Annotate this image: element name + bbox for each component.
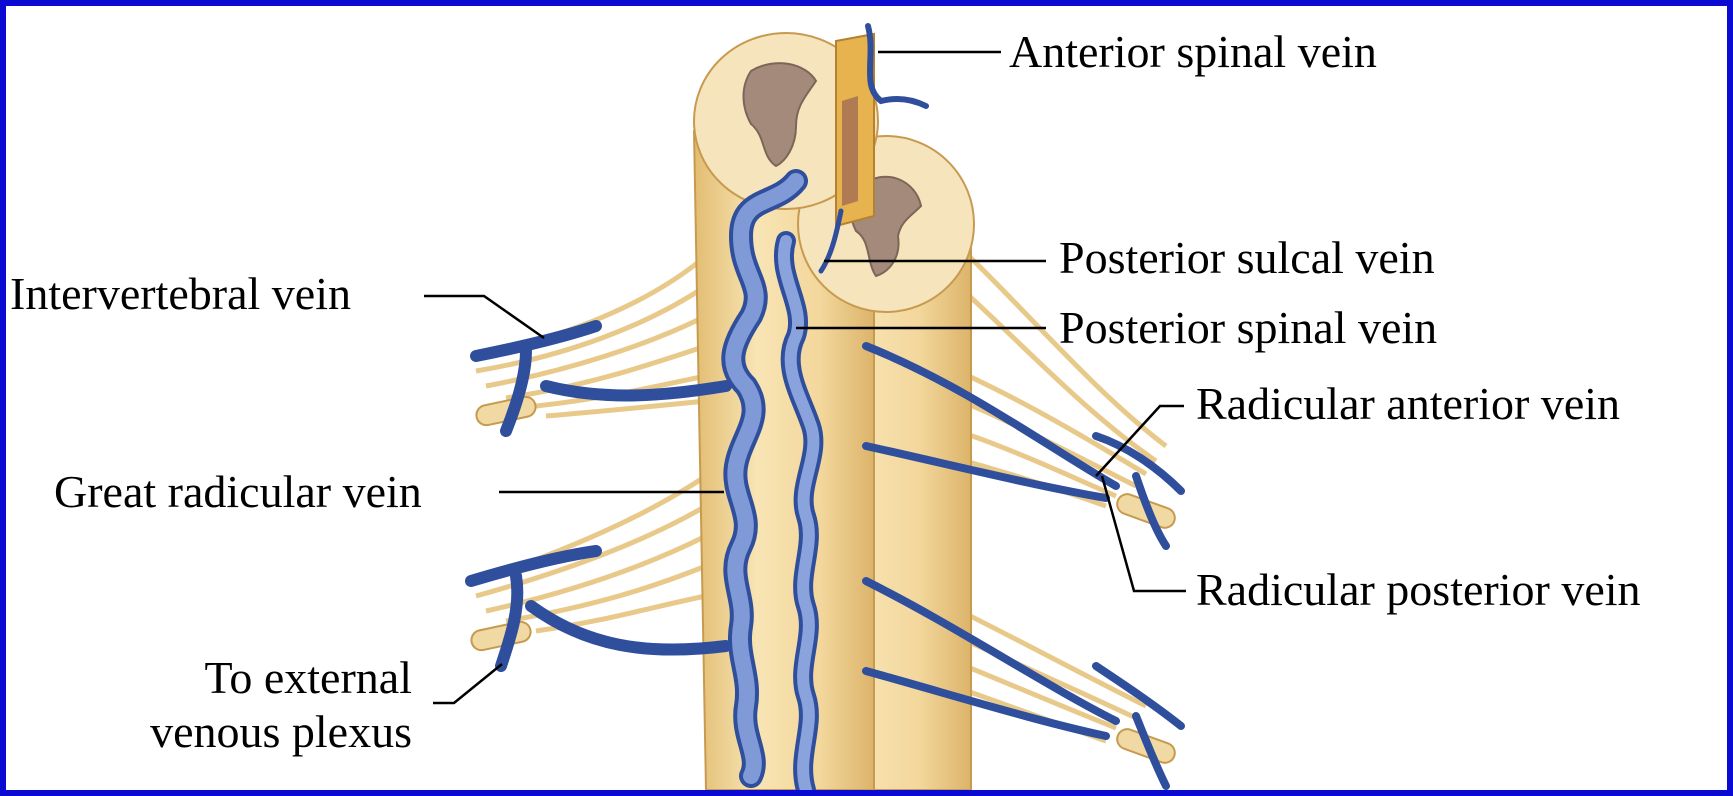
intervertebral-vein-lower	[471, 551, 726, 666]
fissure-shadow	[842, 96, 858, 206]
label-posterior-spinal-vein: Posterior spinal vein	[1059, 302, 1437, 354]
anterior-spinal-vein-path	[868, 26, 926, 106]
label-intervertebral-vein: Intervertebral vein	[10, 268, 351, 320]
label-to-external-line2: venous plexus	[96, 706, 412, 758]
label-posterior-sulcal-vein: Posterior sulcal vein	[1059, 232, 1435, 284]
label-anterior-spinal-vein: Anterior spinal vein	[1009, 26, 1377, 78]
label-to-external-line1: To external	[96, 652, 412, 704]
label-radicular-anterior-vein: Radicular anterior vein	[1196, 378, 1620, 430]
diagram-frame: Anterior spinal vein Posterior sulcal ve…	[6, 6, 1727, 790]
label-radicular-posterior-vein: Radicular posterior vein	[1196, 564, 1641, 616]
leader-intervertebral-vein	[424, 296, 544, 338]
label-great-radicular-vein: Great radicular vein	[54, 466, 422, 518]
leader-to-external-venous-plexus	[433, 664, 502, 703]
